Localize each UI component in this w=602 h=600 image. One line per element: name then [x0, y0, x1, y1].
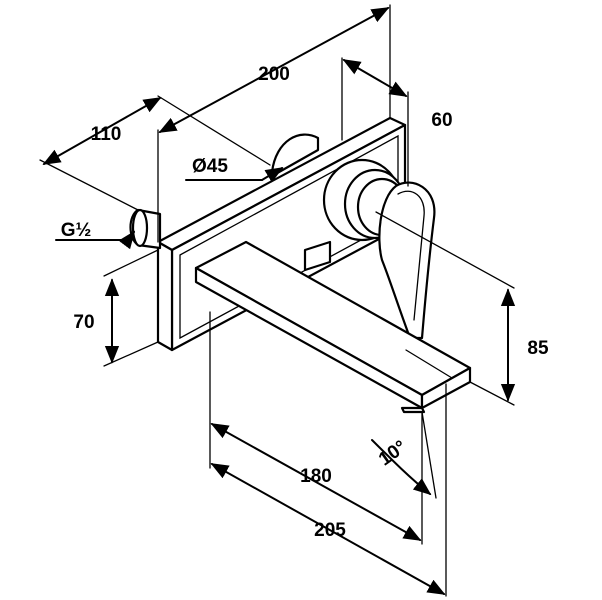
- dim-thread: [55, 230, 136, 250]
- thread-connector: [129, 208, 162, 250]
- dim-angle: [371, 411, 437, 499]
- dim-200-label: 200: [258, 64, 290, 85]
- dim-85-label: 85: [527, 338, 549, 359]
- dim-60: [341, 57, 409, 187]
- dim-110: [39, 95, 271, 211]
- spout: [194, 240, 472, 414]
- mixer-handle: [303, 158, 436, 340]
- dim-angle-label: 10°: [375, 437, 411, 471]
- dim-85: [375, 211, 516, 406]
- dim-205-label: 205: [314, 520, 346, 541]
- dim-diameter-label: Ø45: [192, 156, 228, 177]
- dim-180-label: 180: [300, 466, 332, 487]
- dim-diameter: [185, 167, 284, 183]
- dim-thread-label: G½: [61, 220, 92, 241]
- dim-60-label: 60: [431, 110, 452, 131]
- dim-70: [103, 249, 159, 367]
- dim-205: [210, 383, 447, 597]
- dim-110-label: 110: [91, 124, 122, 145]
- rear-cylinder: [270, 133, 320, 178]
- dim-70-label: 70: [73, 312, 94, 333]
